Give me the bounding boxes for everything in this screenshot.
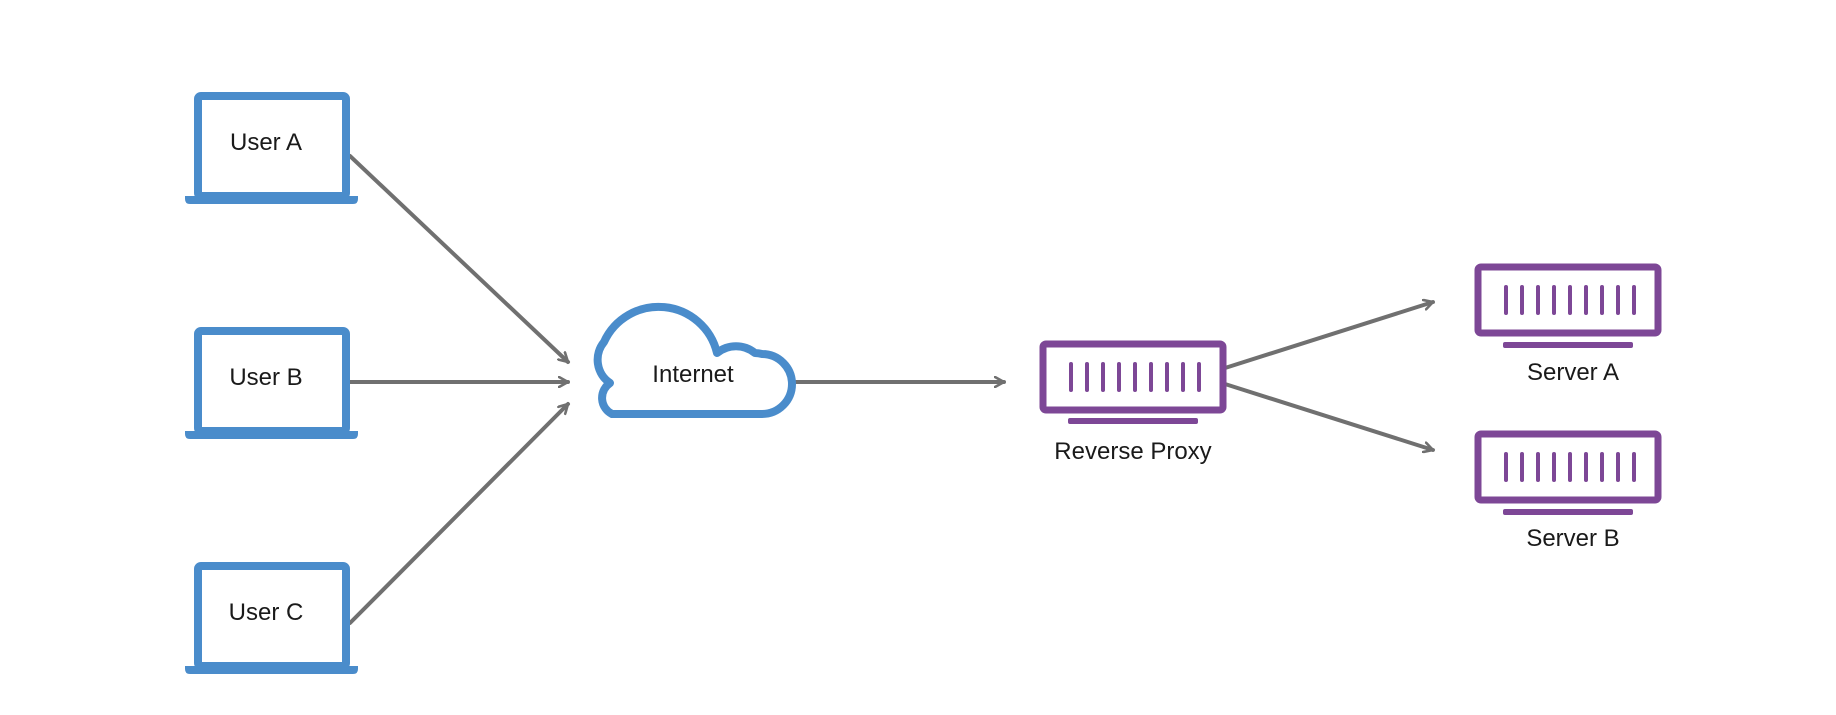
server-rack-icon (1474, 263, 1662, 348)
arrow-reverse-proxy-to-server-b (1223, 382, 1435, 450)
user-b-label: User B (229, 364, 302, 391)
internet-label: Internet (652, 361, 734, 388)
server-a-label: Server A (1527, 359, 1619, 386)
laptop-icon (185, 562, 358, 674)
arrow-user-a-to-internet (348, 154, 570, 364)
user-a-node: User A (185, 92, 358, 204)
edges (348, 154, 1435, 625)
reverse-proxy-label: Reverse Proxy (1054, 438, 1211, 465)
arrow-reverse-proxy-to-server-a (1223, 302, 1435, 370)
internet-node: Internet (593, 302, 796, 418)
server-rack-icon (1039, 340, 1227, 424)
user-c-node: User C (185, 562, 358, 674)
cloud-icon (593, 302, 796, 418)
server-rack-icon (1474, 430, 1662, 515)
server-b-label: Server B (1526, 525, 1619, 552)
user-a-label: User A (230, 129, 302, 156)
server-a-node: Server A (1474, 263, 1662, 386)
laptop-icon (185, 327, 358, 439)
user-c-label: User C (229, 599, 304, 626)
server-b-node: Server B (1474, 430, 1662, 552)
user-b-node: User B (185, 327, 358, 439)
laptop-icon (185, 92, 358, 204)
arrow-user-c-to-internet (348, 402, 570, 625)
reverse-proxy-node: Reverse Proxy (1039, 340, 1227, 465)
